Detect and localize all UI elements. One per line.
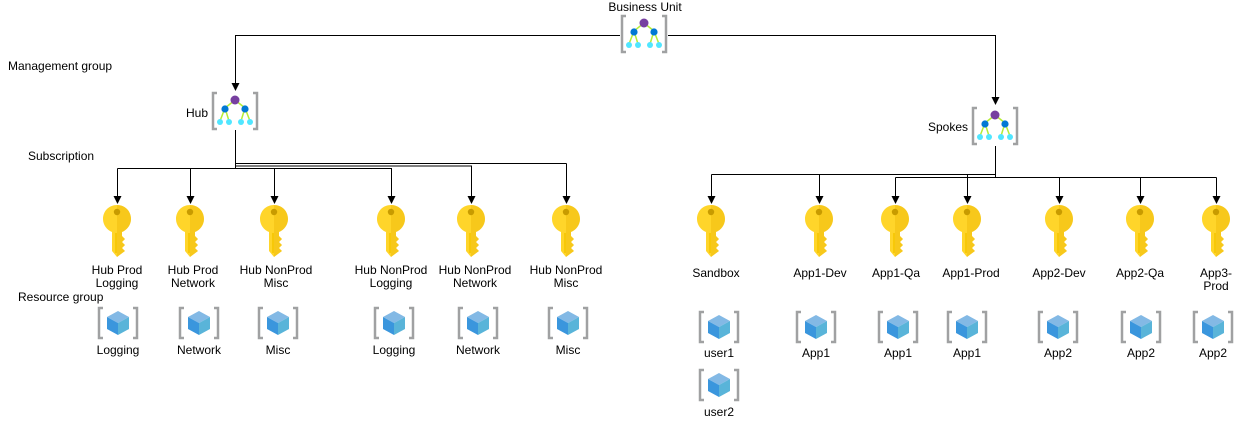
key-icon[interactable] <box>260 205 288 257</box>
resource-group-icon[interactable] <box>373 306 415 340</box>
subscription-label: Hub NonProd Network <box>438 263 512 290</box>
resource-group-icon[interactable] <box>1120 310 1162 344</box>
key-icon[interactable] <box>1202 205 1230 257</box>
resource-group-label: Logging <box>96 343 140 357</box>
business-unit-label: Business Unit <box>608 0 682 14</box>
resource-group-icon[interactable] <box>457 306 499 340</box>
resource-group-label: App1 <box>801 346 831 360</box>
subscription-section-label: Subscription <box>28 149 95 163</box>
subscription-label: Hub NonProd Logging <box>354 263 428 290</box>
business-unit-management-group-icon[interactable] <box>620 14 668 54</box>
resource-group-label: Logging <box>372 343 416 357</box>
subscription-label: Hub Prod Network <box>167 263 219 290</box>
resource-group-label: App1 <box>952 346 982 360</box>
resource-group-icon[interactable] <box>1192 310 1234 344</box>
spokes-label: Spokes <box>928 120 969 134</box>
subscription-label: Hub NonProd Misc <box>239 263 313 290</box>
key-icon[interactable] <box>377 205 405 257</box>
resource-group-icon[interactable] <box>1037 310 1079 344</box>
resource-group-icon[interactable] <box>97 306 139 340</box>
resource-group-label: App2 <box>1198 346 1228 360</box>
resource-group-icon[interactable] <box>698 368 740 402</box>
key-icon[interactable] <box>176 205 204 257</box>
resource-group-icon[interactable] <box>877 310 919 344</box>
resource-group-label: Misc <box>265 343 291 357</box>
resource-group-label: App1 <box>883 346 913 360</box>
resource-group-section-label: Resource group <box>18 290 104 304</box>
connector-bu-hub <box>231 35 620 91</box>
resource-group-label: Misc <box>555 343 581 357</box>
key-icon[interactable] <box>1126 205 1154 257</box>
key-icon[interactable] <box>953 205 981 257</box>
hub-label: Hub <box>186 106 209 120</box>
resource-group-label: user1 <box>703 346 735 360</box>
connector-lines <box>113 35 1221 204</box>
key-icon[interactable] <box>1045 205 1073 257</box>
resource-group-icon[interactable] <box>547 306 589 340</box>
key-icon[interactable] <box>881 205 909 257</box>
key-icon[interactable] <box>103 205 131 257</box>
resource-group-icon[interactable] <box>257 306 299 340</box>
resource-group-label: Network <box>176 343 222 357</box>
resource-group-label: Network <box>455 343 501 357</box>
subscription-label: App2-Qa <box>1115 266 1165 280</box>
resource-group-label: App2 <box>1126 346 1156 360</box>
hub-management-group-icon[interactable] <box>211 91 259 131</box>
subscription-label: App1-Dev <box>793 266 847 280</box>
subscription-label: App1-Prod <box>942 266 1000 280</box>
subscription-label: Hub Prod Logging <box>91 263 143 290</box>
resource-group-icon[interactable] <box>795 310 837 344</box>
subscription-label: App1-Qa <box>871 266 921 280</box>
subscription-label: Hub NonProd Misc <box>529 263 603 290</box>
resource-group-icon[interactable] <box>698 310 740 344</box>
key-icon[interactable] <box>697 205 725 257</box>
management-group-section-label: Management group <box>8 59 113 73</box>
resource-group-icon[interactable] <box>178 306 220 340</box>
subscription-label: Sandbox <box>692 266 740 280</box>
subscription-label: App3-Prod <box>1199 266 1233 293</box>
subscription-label: App2-Dev <box>1032 266 1086 280</box>
connector-bu-spokes <box>668 35 1000 105</box>
resource-group-label: App2 <box>1043 346 1073 360</box>
spokes-management-group-icon[interactable] <box>971 106 1019 146</box>
resource-group-label: user2 <box>703 405 735 419</box>
key-icon[interactable] <box>457 205 485 257</box>
resource-group-icon[interactable] <box>946 310 988 344</box>
key-icon[interactable] <box>552 205 580 257</box>
key-icon[interactable] <box>805 205 833 257</box>
